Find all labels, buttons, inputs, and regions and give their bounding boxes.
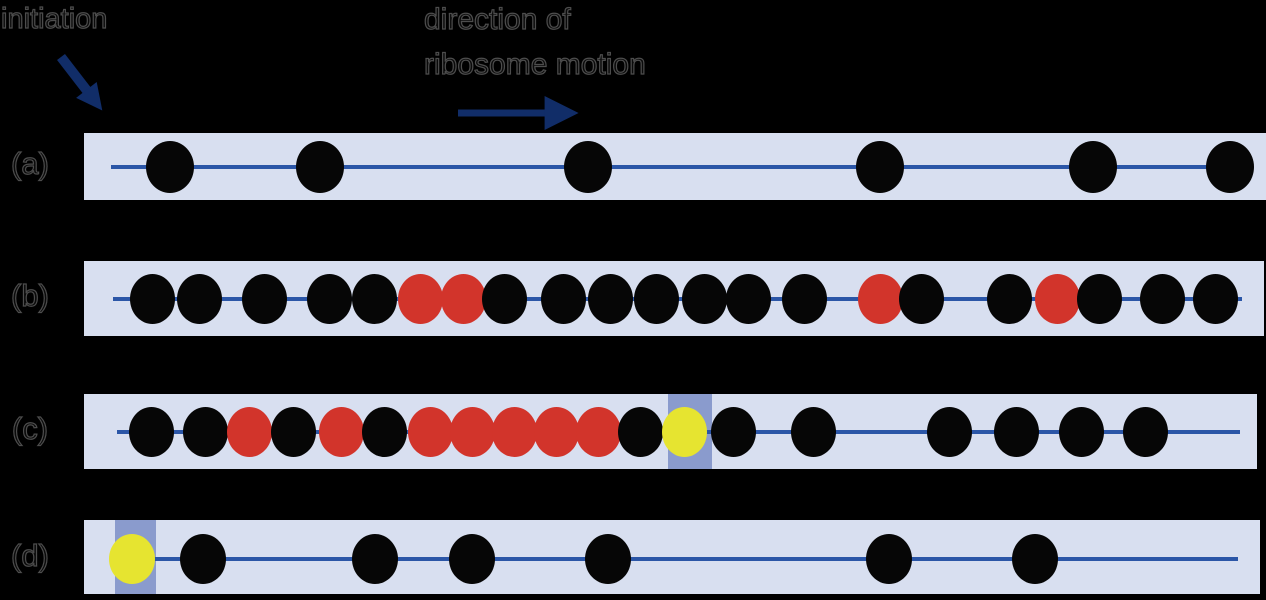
ribosome-red — [440, 274, 486, 324]
ribosome-red — [491, 407, 537, 457]
ribosome-yellow — [109, 534, 155, 584]
ribosome-black — [351, 274, 397, 324]
ribosome-black — [1122, 407, 1168, 457]
initiation-arrow-icon — [57, 53, 103, 111]
direction-label: direction of ribosome motion — [423, 0, 646, 87]
ribosome-black — [790, 407, 836, 457]
direction-label-line1: direction of — [423, 2, 571, 36]
ribosome-red — [407, 407, 453, 457]
ribosome-red — [397, 274, 443, 324]
ribosome-red — [533, 407, 579, 457]
ribosome-black — [449, 534, 495, 584]
ribosome-black — [306, 274, 352, 324]
initiation-label: initiation — [0, 2, 108, 35]
ribosome-black — [481, 274, 527, 324]
ribosome-black — [926, 407, 972, 457]
ribosome-black — [986, 274, 1032, 324]
ribosome-black — [617, 407, 663, 457]
ribosome-black — [241, 274, 287, 324]
ribosome-black — [361, 407, 407, 457]
ribosome-black — [710, 407, 756, 457]
ribosome-black — [1076, 274, 1122, 324]
ribosome-black — [270, 407, 316, 457]
ribosome-black — [1206, 141, 1254, 193]
ribosome-black — [993, 407, 1039, 457]
ribosome-black — [564, 141, 612, 193]
ribosome-black — [781, 274, 827, 324]
ribosome-black — [856, 141, 904, 193]
ribosome-black — [146, 141, 194, 193]
row-label: (b) — [10, 277, 49, 313]
ribosome-black — [1139, 274, 1185, 324]
ribosome-black — [352, 534, 398, 584]
direction-label-line2: ribosome motion — [423, 47, 646, 81]
ribosome-black — [1012, 534, 1058, 584]
ribosome-black — [182, 407, 228, 457]
row-label: (c) — [11, 410, 49, 446]
mrna-line — [150, 557, 1238, 561]
ribosome-yellow — [661, 407, 707, 457]
ribosome-black — [296, 141, 344, 193]
mrna-line — [111, 165, 1233, 169]
ribosome-black — [633, 274, 679, 324]
ribosome-red — [226, 407, 272, 457]
ribosome-red — [575, 407, 621, 457]
ribosome-black — [540, 274, 586, 324]
ribosome-black — [585, 534, 631, 584]
ribosome-black — [898, 274, 944, 324]
ribosome-black — [1192, 274, 1238, 324]
ribosome-black — [681, 274, 727, 324]
ribosome-black — [587, 274, 633, 324]
ribosome-red — [1034, 274, 1080, 324]
ribosome-red — [318, 407, 364, 457]
ribosome-red — [449, 407, 495, 457]
ribosome-black — [128, 407, 174, 457]
ribosome-black — [129, 274, 175, 324]
row-label: (d) — [10, 537, 49, 573]
ribosome-black — [1058, 407, 1104, 457]
ribosome-black — [1069, 141, 1117, 193]
row-label: (a) — [10, 145, 49, 181]
ribosome-black — [176, 274, 222, 324]
ribosome-red — [857, 274, 903, 324]
ribosome-black — [725, 274, 771, 324]
ribosome-black — [866, 534, 912, 584]
ribosome-black — [180, 534, 226, 584]
